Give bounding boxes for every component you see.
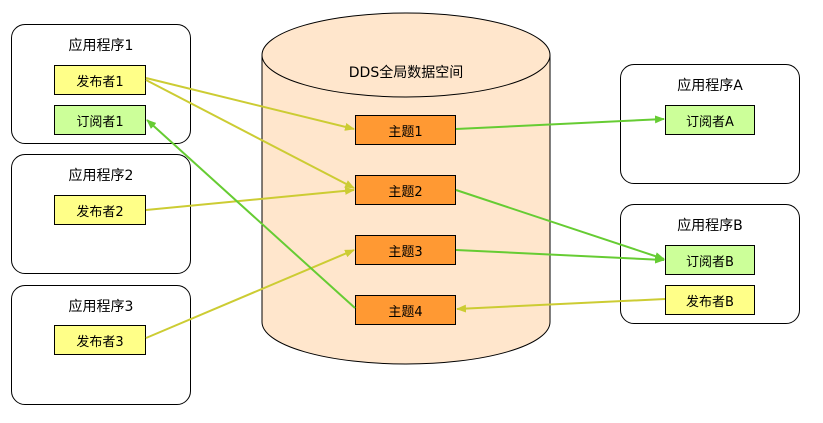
topic-1[interactable]: 主题1 — [355, 115, 456, 145]
publisher-3[interactable]: 发布者3 — [54, 325, 146, 355]
app-3-title: 应用程序3 — [68, 299, 134, 315]
app-a-title: 应用程序A — [677, 78, 743, 94]
publisher-1[interactable]: 发布者1 — [54, 65, 146, 95]
subscriber-b[interactable]: 订阅者B — [665, 245, 755, 275]
dds-data-space-label: DDS全局数据空间 — [348, 65, 464, 81]
app-2-title: 应用程序2 — [68, 168, 134, 184]
subscriber-a[interactable]: 订阅者A — [665, 105, 755, 135]
topic-2[interactable]: 主题2 — [355, 175, 456, 205]
topic-4[interactable]: 主题4 — [355, 295, 456, 325]
topic-3[interactable]: 主题3 — [355, 235, 456, 265]
publisher-2[interactable]: 发布者2 — [54, 195, 146, 225]
app-1-title: 应用程序1 — [68, 38, 134, 54]
subscriber-1[interactable]: 订阅者1 — [54, 105, 146, 135]
publisher-b[interactable]: 发布者B — [665, 285, 755, 315]
app-b-title: 应用程序B — [677, 218, 743, 234]
